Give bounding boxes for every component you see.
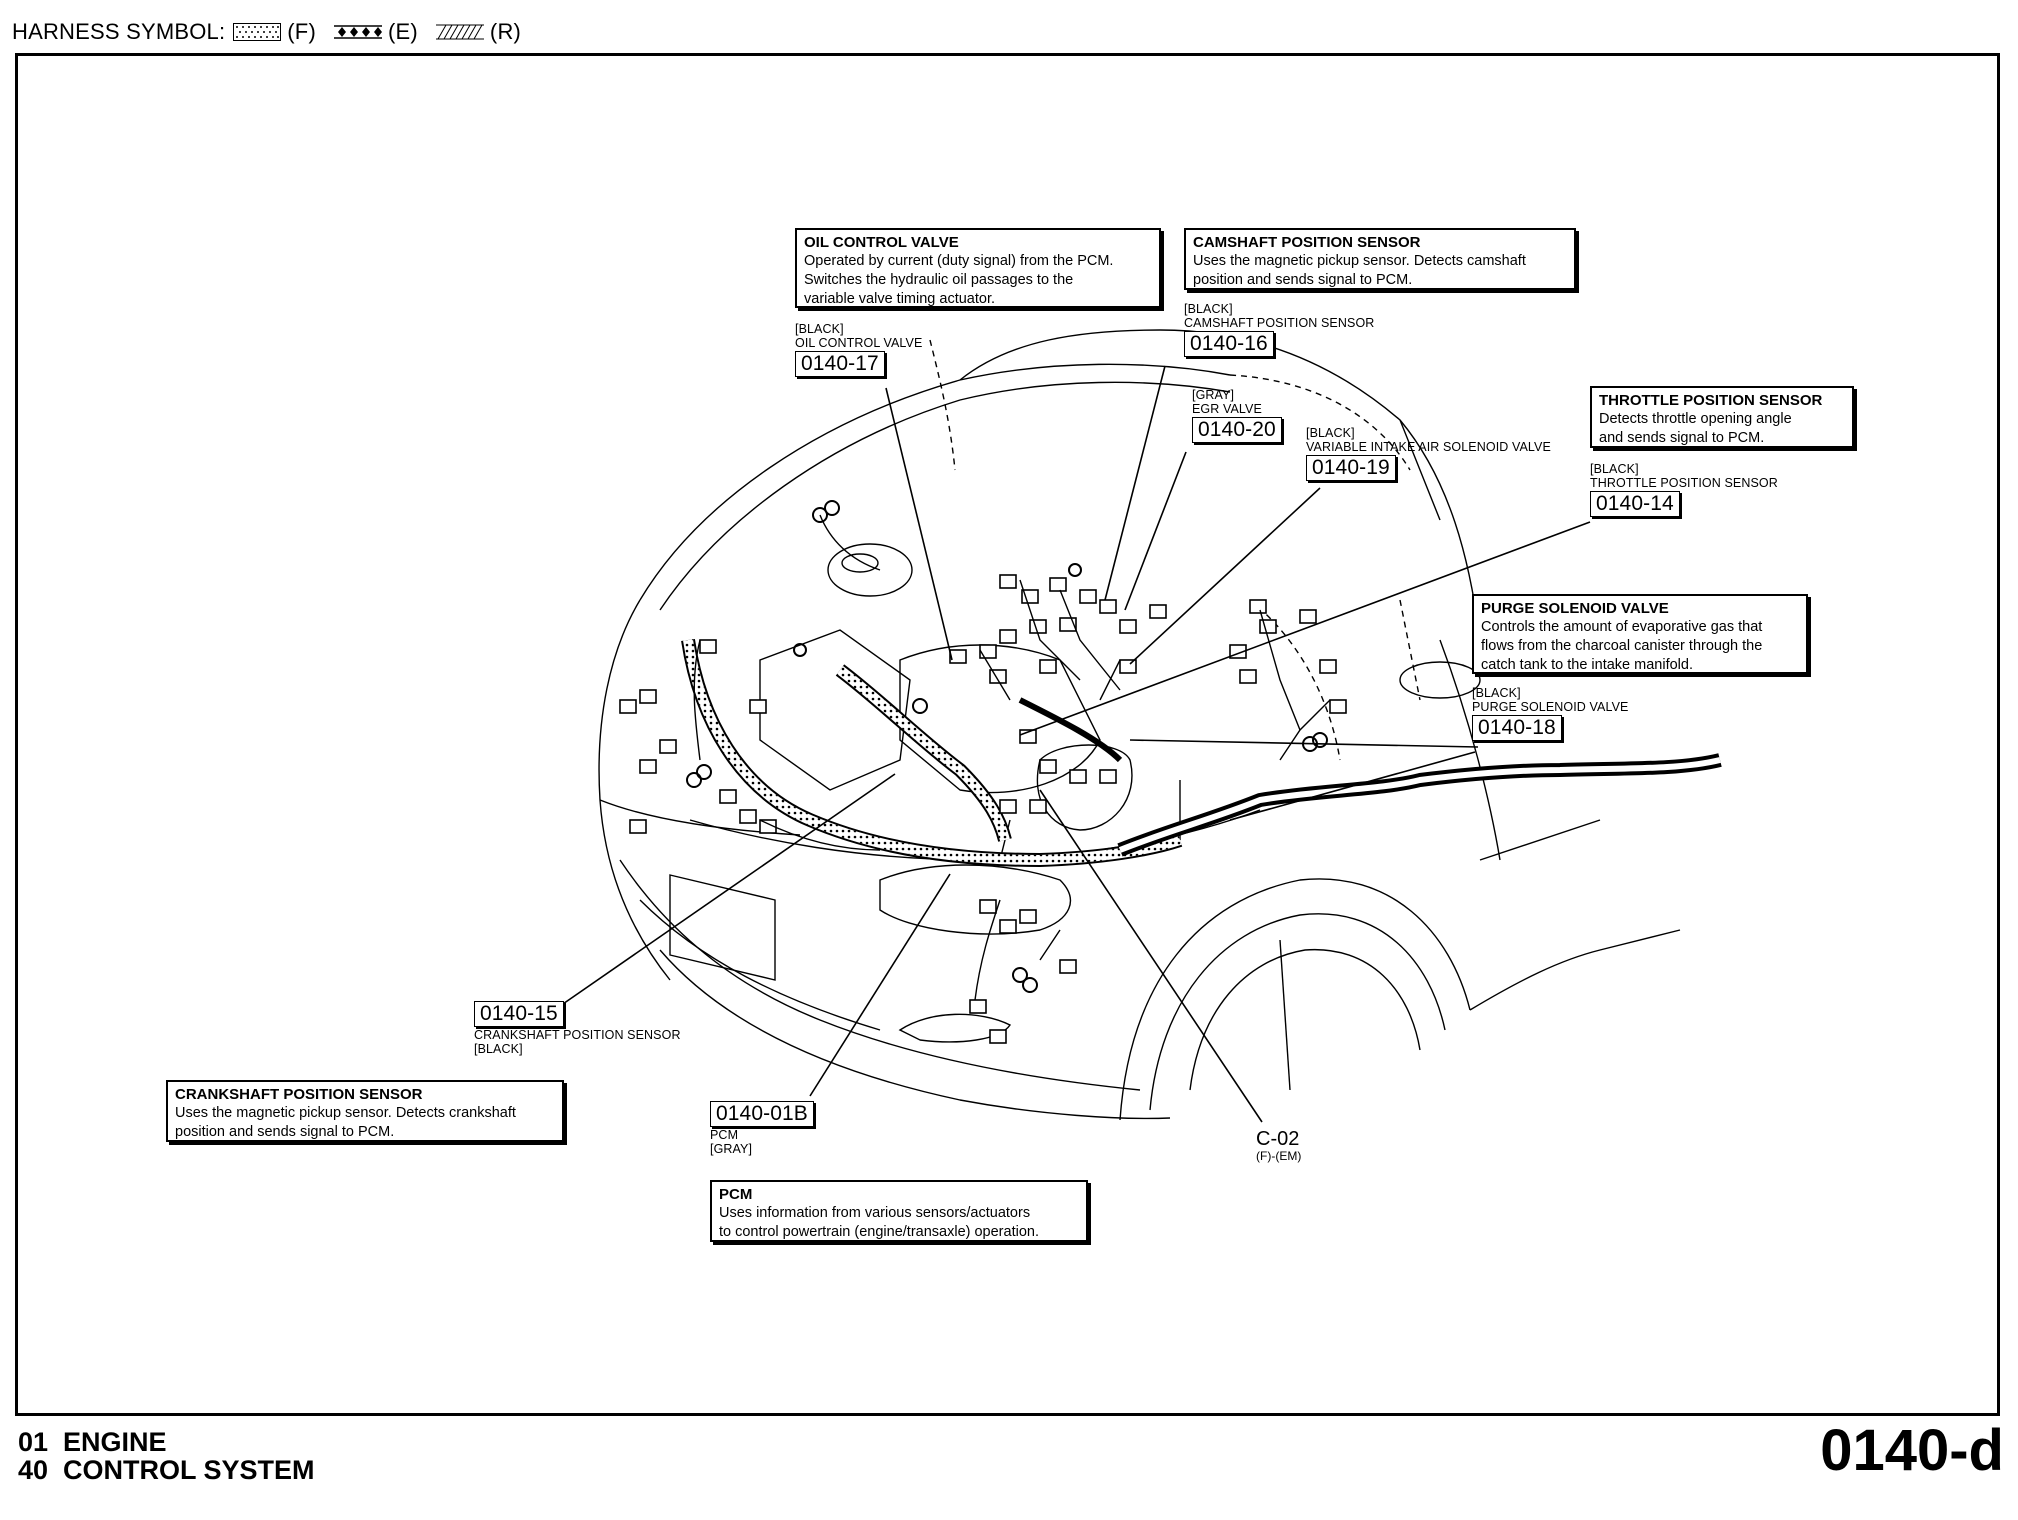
oil-control-valve-line-3: variable valve timing actuator. [804,291,996,307]
connector-0140-17: [BLACK] OIL CONTROL VALVE 0140-17 [795,322,922,378]
oil-control-valve-line-1: Operated by current (duty signal) from t… [804,253,1114,269]
connector-0140-16: [BLACK] CAMSHAFT POSITION SENSOR 0140-16 [1184,302,1374,358]
purge-solenoid-valve-line-3: catch tank to the intake manifold. [1481,657,1693,673]
connector-name: PCM [710,1128,739,1142]
throttle-position-sensor-line-2: and sends signal to PCM. [1599,430,1765,446]
connector-color: [BLACK] [1306,426,1355,440]
legend-code-r: (R) [489,19,522,44]
dotted-harness-icon [233,23,282,41]
wire-branches [693,514,1331,1001]
connector-code: 0140-15 [474,1001,564,1027]
purge-solenoid-valve-line-1: Controls the amount of evaporative gas t… [1481,619,1763,635]
connector-0140-19: [BLACK] VARIABLE INTAKE AIR SOLENOID VAL… [1306,426,1551,482]
purge-solenoid-valve-title: PURGE SOLENOID VALVE [1481,600,1669,617]
camshaft-position-sensor-line-1: Uses the magnetic pickup sensor. Detects… [1193,253,1526,269]
page-code: 0140-d [1820,1418,2004,1483]
connector-code: 0140-19 [1306,455,1396,481]
diamond-harness-icon [333,23,382,41]
connector-name: EGR VALVE [1192,402,1262,416]
connector-0140-20: [GRAY] EGR VALVE 0140-20 [1192,388,1282,444]
connector-color: [BLACK] [1184,302,1233,316]
connector-name: OIL CONTROL VALVE [795,336,923,350]
harness-symbol-legend: HARNESS SYMBOL: (F) (E) [12,12,531,52]
diagram-frame [15,53,2000,1416]
purge-solenoid-valve-line-2: flows from the charcoal canister through… [1481,638,1763,654]
connector-0140-01b: 0140-01B PCM [GRAY] [710,1100,814,1156]
section-line-engine: 01 ENGINE [18,1427,167,1457]
crankshaft-position-sensor-line-2: position and sends signal to PCM. [175,1124,395,1140]
connector-color: [BLACK] [795,322,844,336]
crankshaft-position-sensor-title: CRANKSHAFT POSITION SENSOR [175,1086,423,1103]
connector-name: THROTTLE POSITION SENSOR [1590,476,1778,490]
connector-c-02: C-02 (F)-(EM) [1256,1128,1301,1163]
harness-f-dotted [681,638,1183,868]
connector-name: CAMSHAFT POSITION SENSOR [1184,316,1375,330]
harness-connectors [619,574,1347,1044]
connector-code: 0140-01B [710,1101,814,1127]
pcm-line-1: Uses information from various sensors/ac… [719,1205,1031,1221]
connector-code: 0140-16 [1184,331,1274,357]
connector-code: 0140-14 [1590,491,1680,517]
connector-name: VARIABLE INTAKE AIR SOLENOID VALVE [1306,440,1551,454]
connector-name: PURGE SOLENOID VALVE [1472,700,1629,714]
connector-code: 0140-17 [795,351,885,377]
camshaft-position-sensor-line-2: position and sends signal to PCM. [1193,272,1413,288]
oil-control-valve-title: OIL CONTROL VALVE [804,234,959,251]
harness-e-band [1018,697,1722,857]
throttle-position-sensor-title: THROTTLE POSITION SENSOR [1599,392,1823,409]
throttle-position-sensor-line-1: Detects throttle opening angle [1599,411,1792,427]
oil-control-valve-line-2: Switches the hydraulic oil passages to t… [804,272,1074,288]
camshaft-position-sensor-title: CAMSHAFT POSITION SENSOR [1193,234,1421,251]
connector-0140-15: 0140-15 CRANKSHAFT POSITION SENSOR [BLAC… [474,1000,681,1056]
connector-name: CRANKSHAFT POSITION SENSOR [474,1028,681,1042]
pcm-line-2: to control powertrain (engine/transaxle)… [719,1224,1039,1240]
c02-sub: (F)-(EM) [1256,1149,1302,1163]
connector-code: 0140-20 [1192,417,1282,443]
section-line-control-system: 40 CONTROL SYSTEM [18,1455,315,1485]
pcm-description: PCM Uses information from various sensor… [710,1180,1088,1242]
connector-color: [BLACK] [474,1042,523,1056]
crankshaft-position-sensor-description: CRANKSHAFT POSITION SENSOR Uses the magn… [166,1080,564,1142]
camshaft-position-sensor-description: CAMSHAFT POSITION SENSOR Uses the magnet… [1184,228,1576,290]
throttle-position-sensor-description: THROTTLE POSITION SENSOR Detects throttl… [1590,386,1854,448]
legend-code-f: (F) [287,19,316,44]
legend-code-e: (E) [387,19,418,44]
crankshaft-position-sensor-line-1: Uses the magnetic pickup sensor. Detects… [175,1105,516,1121]
connector-0140-14: [BLACK] THROTTLE POSITION SENSOR 0140-14 [1590,462,1778,518]
c02-code: C-02 [1256,1128,1300,1150]
leader-lines [559,365,1591,1123]
hatched-harness-icon [435,23,484,41]
connector-color: [GRAY] [1192,388,1235,402]
oil-control-valve-description: OIL CONTROL VALVE Operated by current (d… [795,228,1161,308]
legend-prefix: HARNESS SYMBOL: [12,19,226,44]
connector-color: [GRAY] [710,1142,753,1156]
purge-solenoid-valve-description: PURGE SOLENOID VALVE Controls the amount… [1472,594,1808,674]
connector-0140-18: [BLACK] PURGE SOLENOID VALVE 0140-18 [1472,686,1628,742]
connector-code: 0140-18 [1472,715,1562,741]
connector-color: [BLACK] [1590,462,1639,476]
connector-color: [BLACK] [1472,686,1521,700]
section-title: 01 ENGINE 40 CONTROL SYSTEM [18,1428,315,1484]
pcm-title: PCM [719,1186,753,1203]
